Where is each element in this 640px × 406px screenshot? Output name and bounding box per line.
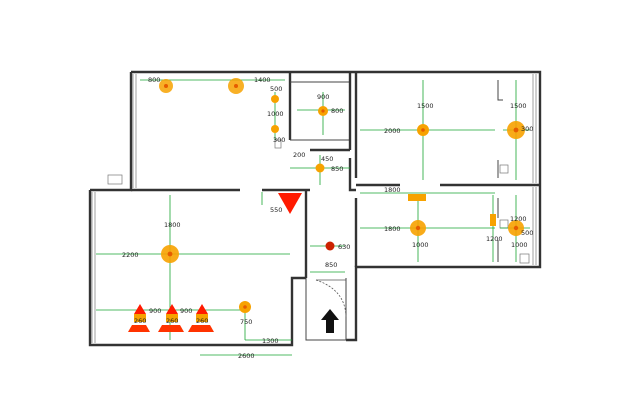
wall-light-icon [490, 214, 496, 226]
triangle-marker-icon [278, 193, 302, 214]
dim-750: 750 [240, 318, 252, 326]
dimension-labels: 800 1400 900 800 500 1000 300 200 450 85… [122, 76, 533, 360]
windows [91, 74, 537, 343]
dim-260-c: 260 [196, 317, 208, 325]
dim-800-top: 800 [148, 76, 160, 84]
dim-450: 450 [321, 155, 333, 163]
dim-550: 550 [270, 206, 282, 214]
walls [88, 70, 542, 347]
spotlight-icon [325, 241, 335, 251]
dim-1800-bed2-left: 1800 [384, 225, 401, 233]
dim-1000-bed2-right: 1000 [511, 241, 528, 249]
red-markers [128, 193, 302, 332]
dim-300: 300 [273, 136, 285, 144]
entry-arrow-icon [321, 309, 339, 333]
dim-1200-bed2-small: 1200 [510, 215, 527, 223]
dim-900-b: 900 [180, 307, 192, 315]
ceiling-lights [159, 78, 525, 313]
dim-1200-bed2: 1200 [486, 235, 503, 243]
spotlight-icon [315, 163, 325, 173]
triangle-marker-icon [196, 304, 208, 314]
dim-200: 200 [293, 151, 305, 159]
dim-1300: 1300 [262, 337, 279, 345]
spotlight-icon [271, 95, 279, 103]
entry-door [315, 279, 347, 319]
dim-900-a: 900 [149, 307, 161, 315]
dim-1400: 1400 [254, 76, 271, 84]
dim-1000-bed2: 1000 [412, 241, 429, 249]
dim-1800-living: 1800 [164, 221, 181, 229]
spotlight-icon [271, 125, 279, 133]
wall-light-icon [408, 194, 426, 201]
dim-850-corridor: 850 [331, 165, 343, 173]
dim-900-utility: 900 [317, 93, 329, 101]
dim-300-bed1: 300 [521, 125, 533, 133]
dim-1800-bed2-top: 1800 [384, 186, 401, 194]
pendant-shade-icon [128, 325, 150, 332]
triangle-marker-icon [166, 304, 178, 314]
dim-1500-bed1: 1500 [417, 102, 434, 110]
pendant-shade-icon [158, 325, 184, 332]
dim-500: 500 [270, 85, 282, 93]
dim-2000-bed1: 2000 [384, 127, 401, 135]
dim-850-entry: 850 [325, 261, 337, 269]
dim-630: 630 [338, 243, 350, 251]
triangle-marker-icon [134, 304, 146, 314]
dim-2200: 2200 [122, 251, 139, 259]
dim-1000-kitchen: 1000 [267, 110, 284, 118]
dim-260-a: 260 [134, 317, 146, 325]
dim-800-utility: 800 [331, 107, 343, 115]
dim-2600: 2600 [238, 352, 255, 360]
dim-260-b: 260 [166, 317, 178, 325]
dim-500-bed2: 500 [521, 229, 533, 237]
pendant-shade-icon [188, 325, 214, 332]
dim-1500-bed1-right: 1500 [510, 102, 527, 110]
